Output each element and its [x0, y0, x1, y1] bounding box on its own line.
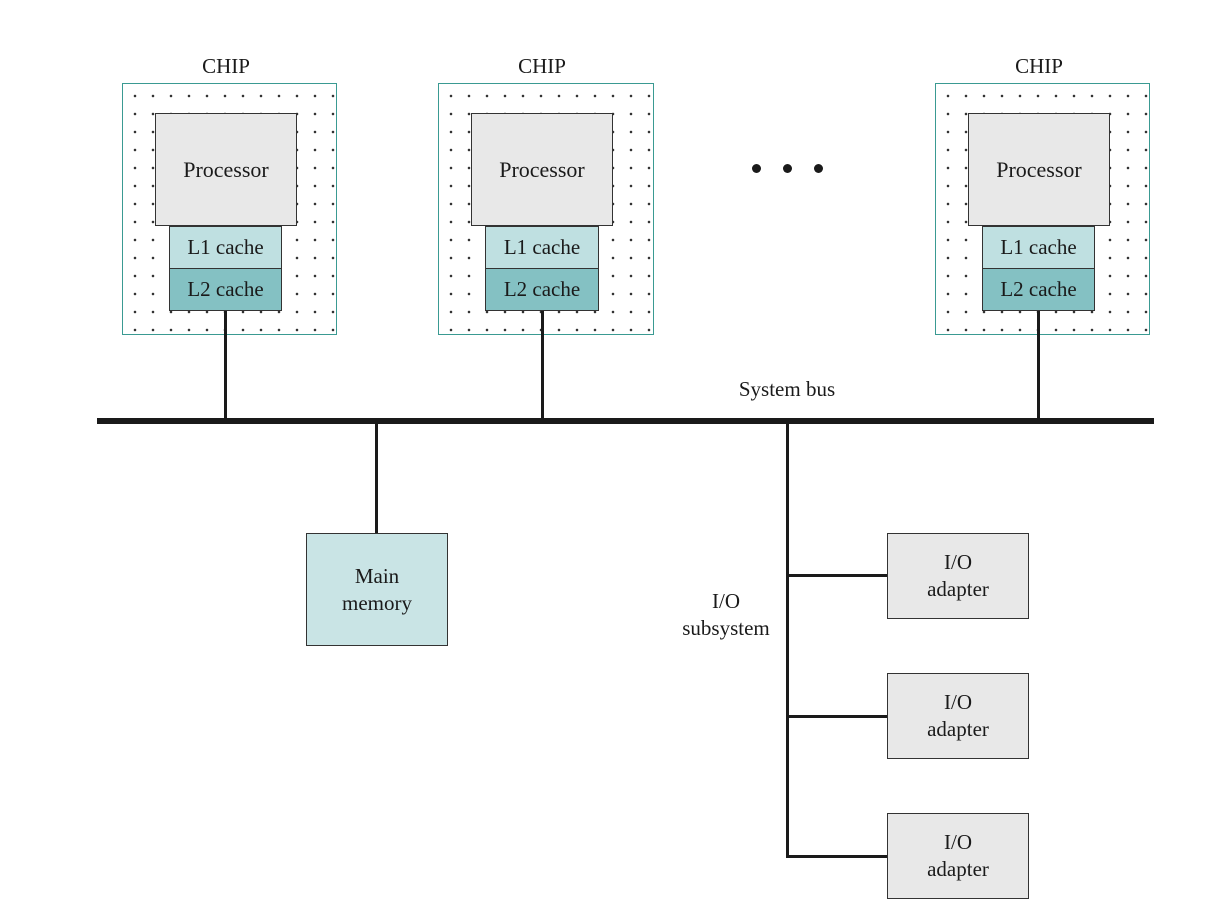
- io-adapter-connector: [786, 574, 888, 577]
- io-subsystem-trunk: [786, 423, 789, 857]
- ellipsis-dot: [814, 164, 823, 173]
- processor-box: Processor: [968, 113, 1110, 226]
- processor-box: Processor: [471, 113, 613, 226]
- io-adapter-box: I/O adapter: [887, 813, 1029, 899]
- io-subsystem-label: I/O subsystem: [666, 588, 786, 642]
- chip-label: CHIP: [1015, 54, 1063, 78]
- io-subsystem-label-line2: subsystem: [682, 616, 770, 640]
- main-memory-label-line2: memory: [342, 590, 412, 615]
- l2-cache-box: L2 cache: [982, 268, 1095, 311]
- main-memory-label-line1: Main: [354, 563, 400, 588]
- io-adapter-box: I/O adapter: [887, 673, 1029, 759]
- io-adapter-label-line2: adapter: [927, 857, 989, 881]
- processor-box: Processor: [155, 113, 297, 226]
- chip-label: CHIP: [518, 54, 566, 78]
- chip-bus-connector: [1037, 311, 1040, 421]
- l1-cache-box: L1 cache: [169, 226, 282, 269]
- io-adapter-label-line2: adapter: [927, 717, 989, 741]
- l1-cache-box: L1 cache: [982, 226, 1095, 269]
- io-adapter-label-line2: adapter: [927, 577, 989, 601]
- io-adapter-label-line1: I/O: [944, 550, 972, 574]
- system-bus-label: System bus: [738, 377, 836, 401]
- l2-cache-box: L2 cache: [485, 268, 599, 311]
- ellipsis-dot: [783, 164, 792, 173]
- io-adapter-box: I/O adapter: [887, 533, 1029, 619]
- system-bus-line: [97, 418, 1154, 424]
- ellipsis-dot: [752, 164, 761, 173]
- l1-cache-box: L1 cache: [485, 226, 599, 269]
- memory-bus-connector: [375, 423, 378, 534]
- io-adapter-connector: [786, 855, 888, 858]
- chip-bus-connector: [541, 311, 544, 421]
- chip-label: CHIP: [202, 54, 250, 78]
- io-adapter-connector: [786, 715, 888, 718]
- io-adapter-label-line1: I/O: [944, 830, 972, 854]
- main-memory-box: Main memory: [306, 533, 448, 646]
- chip-bus-connector: [224, 311, 227, 421]
- io-subsystem-label-line1: I/O: [712, 589, 740, 613]
- l2-cache-box: L2 cache: [169, 268, 282, 311]
- io-adapter-label-line1: I/O: [944, 690, 972, 714]
